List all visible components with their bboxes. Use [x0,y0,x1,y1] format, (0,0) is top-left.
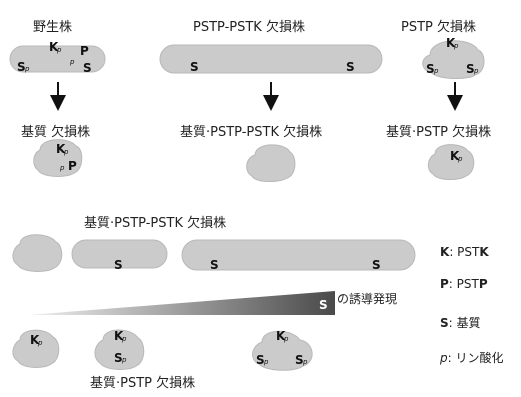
title-pstp-deletion: PSTP 欠損株 [401,20,477,35]
legend-item-kinase: K: PSTK [440,245,489,259]
wild-type-substrate-left-phospho: p [24,65,30,73]
bottom-cell-2 [94,329,145,370]
title-pstp-pstk-deletion: PSTP-PSTK 欠損株 [193,20,305,35]
legend-item-phosphorylation: p: リン酸化 [440,351,504,365]
label-substrate-pstp-pstk-deletion: 基質·PSTP-PSTK 欠損株 [180,125,323,140]
wild-type-substrate-right: S [83,61,92,75]
bottom-cell-2-substrate-phospho: p [121,356,127,364]
pstp-pstk-substrate-right: S [346,60,355,74]
induced-expression-label: の誘導発現 [337,292,398,306]
legend-item-substrate: S: 基質 [440,316,481,330]
bottom-cell-1 [12,329,60,368]
induced-substrate-mark: S [319,298,328,312]
lower-section-title: 基質·PSTP-PSTK 欠損株 [84,216,227,231]
pstp-deletion-kinase-phospho: p [453,42,459,50]
lower-round-cell-left [12,234,63,272]
substrate-deletion-kinase-phospho: p [63,148,69,156]
wild-type-cell [9,45,106,73]
title-wild-type: 野生株 [33,20,73,35]
pstp-pstk-deletion-cell [159,44,383,74]
lower-rod-long-substrate-right: S [372,258,381,272]
bottom-cell-2-kinase-phospho: p [121,335,127,343]
lower-rod-cell-short [71,239,168,269]
pstp-deletion-substrate-left-phospho: p [433,67,439,75]
wild-type-kinase-phospho: p [56,46,62,54]
pstp-deletion-substrate-right-phospho: p [473,67,479,75]
substrate-deletion-kinase: K [56,142,66,156]
bottom-cell-1-kinase-phospho: p [37,339,43,347]
substrate-pstp-deletion-kinase: K [450,149,460,163]
label-substrate-pstp-deletion: 基質·PSTP 欠損株 [386,125,492,140]
lower-rod-short-substrate: S [114,258,123,272]
substrate-deletion-phosphatase: P [68,159,77,173]
substrate-pstp-deletion-kinase-phospho: p [457,155,463,163]
bottom-cell-3-kinase-phospho: p [283,335,289,343]
bottom-cell-2-kinase: K [114,329,124,343]
bottom-cell-3-kinase: K [276,329,286,343]
substrate-deletion-phospho-mid: p [59,164,65,172]
bottom-cell-3-substrate-left: S [256,353,265,367]
label-substrate-deletion: 基質 欠損株 [21,125,91,140]
pstp-deletion-substrate-right: S [466,62,475,76]
legend-item-phosphatase: P: PSTP [440,277,488,291]
substrate-deletion-cell [33,139,83,177]
wild-type-phosphatase-mark: P [80,44,89,58]
bottom-cell-3 [252,330,313,371]
lower-rod-long-substrate-left: S [210,258,219,272]
wild-type-kinase-mark: K [49,40,59,54]
substrate-pstp-deletion-cell [427,144,475,180]
pstp-deletion-cell [422,40,485,79]
bottom-label-substrate-pstp-deletion: 基質·PSTP 欠損株 [90,376,196,391]
bottom-cell-2-substrate: S [114,351,123,365]
wild-type-phospho-mid: p [69,58,75,66]
bottom-cell-3-substrate-right: S [295,353,304,367]
pstp-deletion-substrate-left: S [426,62,435,76]
lower-rod-cell-long [181,239,416,271]
wild-type-substrate-left: S [17,60,26,74]
substrate-pstp-pstk-deletion-cell [246,144,296,182]
induced-expression-gradient [28,291,335,315]
bottom-cell-3-substrate-right-phospho: p [302,358,308,366]
pstp-deletion-kinase: K [446,36,456,50]
bottom-cell-3-substrate-left-phospho: p [263,358,269,366]
pstp-pstk-substrate-left: S [190,60,199,74]
bottom-cell-1-kinase: K [30,333,40,347]
